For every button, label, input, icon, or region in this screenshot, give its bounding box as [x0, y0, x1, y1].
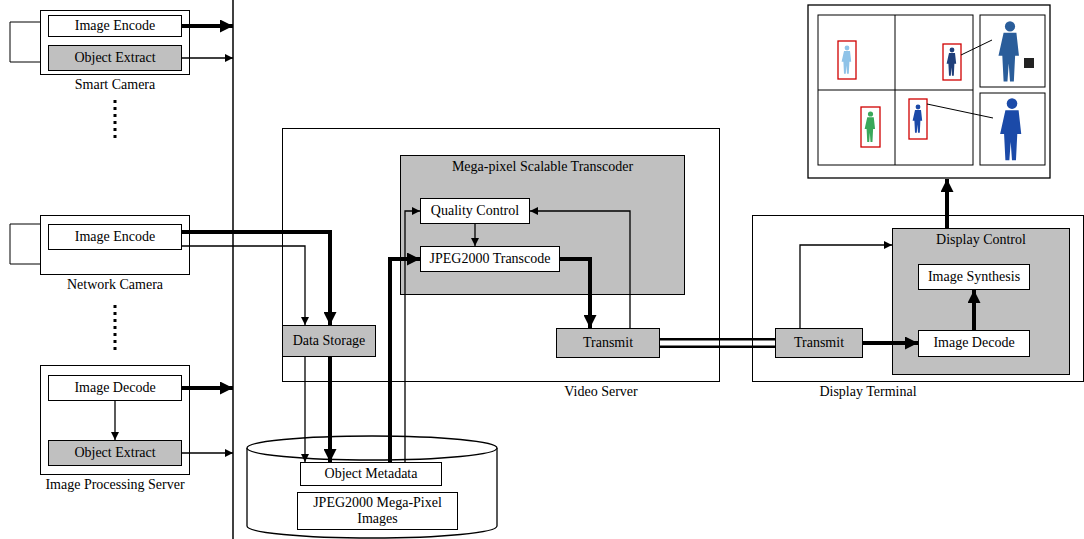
box-label: JPEG2000 Mega-Pixel Images — [298, 495, 457, 527]
box-label: Transmit — [790, 335, 848, 351]
connector — [305, 357, 306, 462]
connector — [974, 290, 975, 330]
box-heading: Smart Camera — [75, 77, 155, 93]
process-box: Object Extract — [48, 45, 182, 71]
box-label: Quality Control — [427, 203, 523, 219]
connector-line — [114, 401, 115, 440]
connector-line — [800, 245, 892, 328]
display-arrow — [945, 179, 949, 228]
box-heading: Video Server — [564, 384, 637, 400]
terminal-box: Display TerminalTransmitDisplay ControlI… — [752, 215, 1084, 382]
connector — [390, 259, 420, 462]
box-label: Object Extract — [70, 445, 159, 461]
process-box: Data Storage — [282, 325, 376, 357]
connector — [182, 246, 305, 325]
connector-line — [972, 290, 976, 330]
process-box: Image Encode — [48, 15, 182, 37]
connector — [405, 211, 420, 462]
box-heading: Mega-pixel Scalable Transcoder — [401, 156, 684, 175]
device-box: Smart CameraImage EncodeObject Extract — [40, 10, 190, 75]
box-label: Object Metadata — [321, 466, 422, 482]
panel-fill — [892, 228, 1070, 375]
camera-lens — [10, 224, 40, 264]
connector-line — [863, 341, 918, 345]
connector-line — [560, 259, 590, 328]
database-cylinder-top — [247, 436, 497, 460]
monitor-display — [808, 5, 1050, 178]
connector — [182, 232, 330, 325]
database-cylinder — [247, 448, 497, 538]
module-panel: Display ControlImage SynthesisImage Deco… — [892, 228, 1070, 375]
connector-line — [660, 341, 775, 346]
process-box: Object Extract — [48, 440, 182, 466]
box-heading: Network Camera — [67, 277, 163, 293]
continuation-dots — [114, 305, 117, 350]
process-box: Image Decode — [918, 330, 1030, 357]
connector-line — [328, 357, 332, 462]
network-bus — [232, 0, 234, 539]
module-panel: Mega-pixel Scalable TranscoderQuality Co… — [400, 155, 685, 295]
connector-line — [304, 357, 305, 462]
connector-line — [474, 224, 475, 246]
connector-line — [390, 259, 420, 462]
box-heading: Display Terminal — [819, 384, 916, 400]
storage-box: JPEG2000 Mega-Pixel Images — [297, 492, 458, 530]
device-box: Image Processing ServerImage DecodeObjec… — [40, 365, 190, 475]
connector — [660, 343, 775, 344]
connector — [475, 224, 476, 246]
process-box: Image Encode — [48, 224, 182, 250]
connector-line — [182, 246, 305, 325]
box-heading: Display Control — [893, 229, 1069, 248]
box-label: Image Encode — [71, 18, 159, 34]
process-box: Image Synthesis — [918, 264, 1030, 290]
panel-fill — [400, 155, 685, 295]
box-label: Image Decode — [70, 380, 159, 396]
connector — [863, 343, 918, 344]
process-box: Transmit — [775, 328, 863, 358]
process-box: Transmit — [556, 328, 660, 358]
box-label: JPEG2000 Transcode — [426, 251, 555, 267]
connector-line — [660, 338, 775, 348]
storage-box: Object Metadata — [300, 462, 442, 486]
box-label: Data Storage — [289, 333, 370, 349]
connector — [800, 245, 892, 328]
box-label: Transmit — [579, 335, 637, 351]
box-label: Image Synthesis — [924, 269, 1024, 285]
connector — [560, 259, 590, 328]
camera-lens — [10, 22, 40, 62]
continuation-dots — [114, 100, 117, 142]
box-label: Image Encode — [71, 229, 159, 245]
device-box: Network CameraImage Encode — [40, 215, 190, 275]
server-box: Video ServerMega-pixel Scalable Transcod… — [282, 128, 720, 382]
connector-line — [405, 211, 420, 462]
box-heading: Image Processing Server — [45, 477, 184, 493]
connector-line — [182, 232, 330, 325]
process-box: Quality Control — [420, 198, 530, 224]
connector — [115, 401, 116, 440]
process-box: Image Decode — [48, 375, 182, 401]
box-label: Object Extract — [70, 50, 159, 66]
box-label: Image Decode — [929, 335, 1018, 351]
process-box: JPEG2000 Transcode — [420, 246, 560, 272]
connector — [330, 357, 331, 462]
